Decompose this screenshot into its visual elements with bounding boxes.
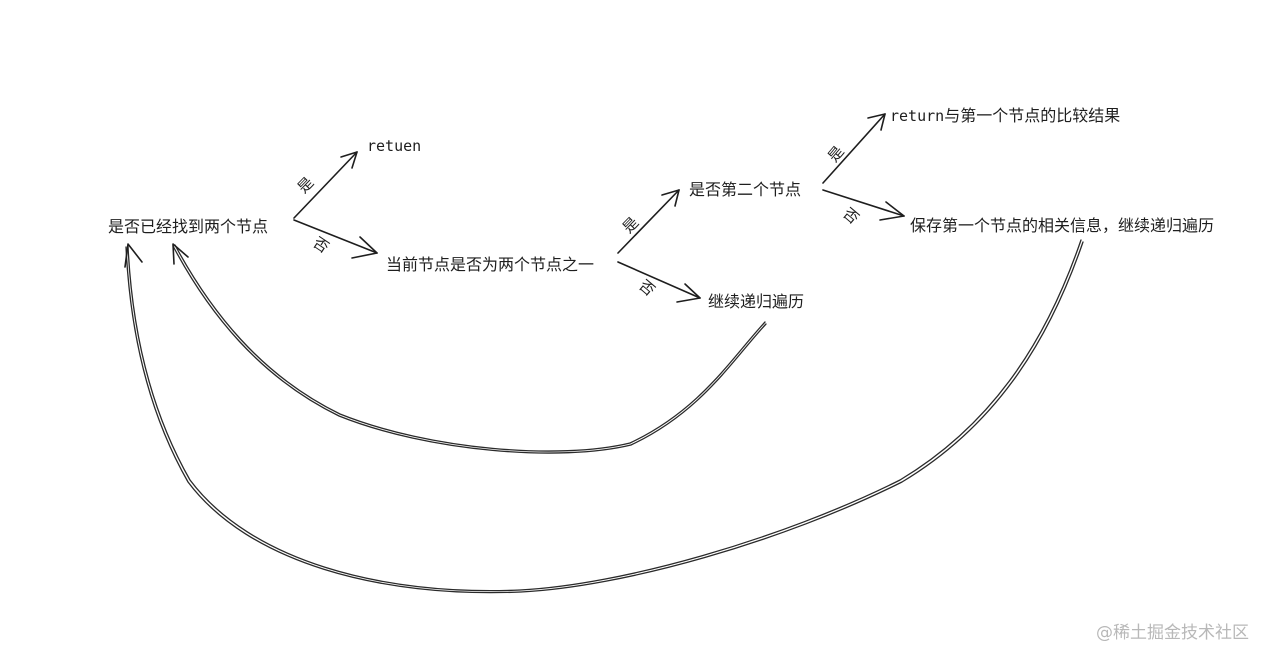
node-continue-traversal: 继续递归遍历 [708,292,804,311]
loop-arrow-continue-to-found [172,243,767,454]
node-found-both: 是否已经找到两个节点 [108,217,268,236]
arrow-second-to-return [822,113,886,184]
edge-label-no-1: 否 [310,233,333,256]
loop-arrow-save-to-found [124,239,1084,594]
arrow-current-to-second [617,189,680,254]
watermark: @稀土掘金技术社区 [1096,623,1249,643]
node-retuen: retuen [367,137,421,155]
arrow-current-to-continue [617,261,701,303]
node-return-compare-text: 与第一个节点的比较结果 [944,106,1120,125]
edge-label-yes-2: 是 [619,213,642,236]
edge-label-no-2: 否 [635,276,658,299]
node-is-current-one-of-two: 当前节点是否为两个节点之一 [386,255,594,274]
arrow-found-to-retuen [293,151,358,219]
edge-label-yes-3: 是 [824,142,847,165]
node-is-second-node: 是否第二个节点 [689,180,801,199]
edge-label-no-3: 否 [839,204,862,227]
node-save-first-node-info: 保存第一个节点的相关信息，继续递归遍历 [910,216,1214,235]
edge-label-yes-1: 是 [294,173,317,196]
node-return-compare: return与第一个节点的比较结果 [890,106,1120,125]
node-return-compare-keyword: return [890,107,944,125]
arrow-second-to-save [822,189,905,221]
arrow-found-to-current [293,219,378,259]
